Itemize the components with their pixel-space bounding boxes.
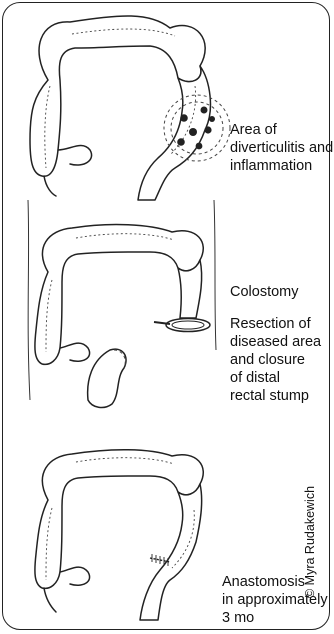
panel-diverticulitis: Area of diverticulitis and inflammation — [0, 0, 334, 200]
label-diverticulitis-line2: diverticulitis and — [230, 140, 333, 157]
label-diverticulitis-line1: Area of — [230, 122, 277, 139]
label-resection-line2: diseased area — [230, 334, 321, 351]
panel-anastomosis: Anastomosis in approximately 3 mo — [0, 420, 334, 634]
label-resection-line1: Resection of — [230, 316, 311, 333]
panel-colostomy: Colostomy Resection of diseased area and… — [0, 200, 334, 420]
label-anastomosis-line3: 3 mo — [222, 610, 254, 627]
label-colostomy: Colostomy — [230, 284, 299, 301]
label-diverticulitis-line3: inflammation — [230, 158, 312, 175]
label-anastomosis-line1: Anastomosis — [222, 574, 305, 591]
colostomy-illustration — [0, 200, 334, 420]
label-resection-line4: of distal — [230, 370, 280, 387]
label-resection-line3: and closure — [230, 352, 305, 369]
label-resection-line5: rectal stump — [230, 388, 309, 405]
illustrator-credit: © Myra Rudakewich — [303, 486, 317, 598]
